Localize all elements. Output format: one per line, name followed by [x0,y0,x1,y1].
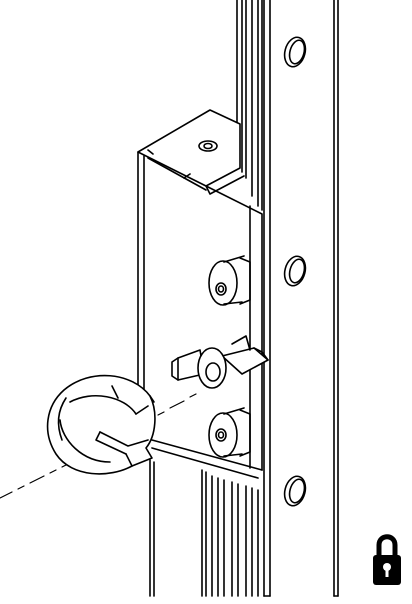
lower-bolt [208,407,251,458]
bracket [137,109,263,479]
wing-nut [171,335,269,389]
c-clamp-ring [46,374,156,475]
upper-bolt [208,255,251,306]
rail-hole-top [283,36,307,68]
rail-hole-bottom [283,475,307,507]
rail-hole-middle [283,255,307,287]
lower-rail-strips [149,459,259,597]
padlock-icon [373,534,401,585]
main-rail [263,0,339,597]
